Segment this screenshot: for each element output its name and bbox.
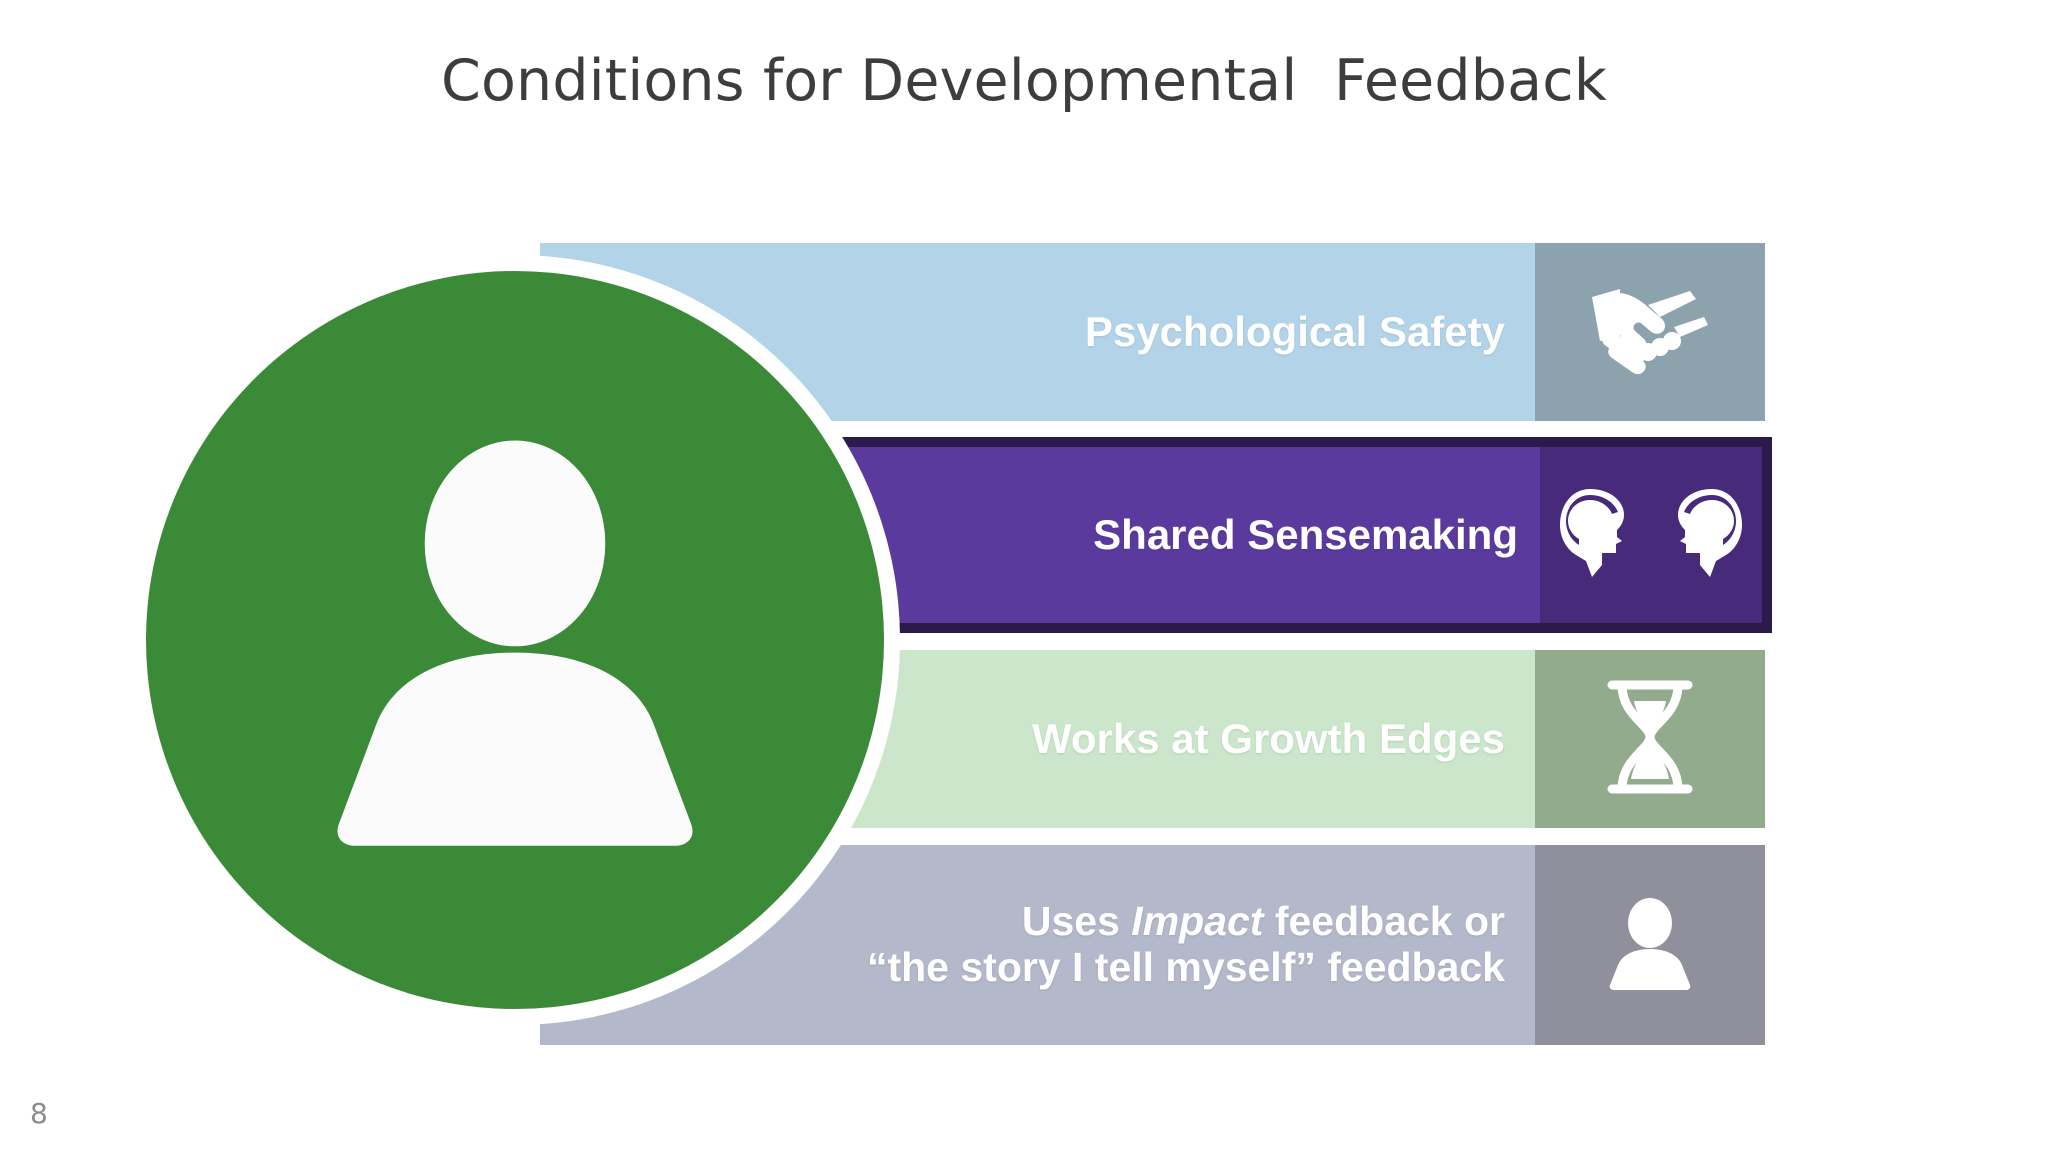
person-silhouette-icon <box>1600 893 1700 998</box>
row-label-line-1-post: feedback or <box>1263 898 1505 945</box>
row-label-line-2: “the story I tell myself” feedback <box>866 944 1505 990</box>
slide-number: 8 <box>30 1097 48 1130</box>
icon-panel <box>1535 845 1765 1045</box>
page-title: Conditions for Developmental Feedback <box>440 48 1608 114</box>
row-label-text: Shared Sensemaking <box>1093 511 1518 559</box>
row-label-emphasis: Impact <box>1131 898 1264 945</box>
row-label-text: Works at Growth Edges <box>1032 715 1505 763</box>
row-label: Shared Sensemaking <box>1093 437 1540 633</box>
row-label-line-1: Uses Impact feedback or <box>1021 898 1505 945</box>
icon-panel <box>1535 243 1765 421</box>
handshake-icon <box>1586 275 1714 390</box>
person-silhouette-icon <box>305 425 725 855</box>
icon-panel <box>1535 650 1765 828</box>
hourglass-icon <box>1600 675 1700 804</box>
two-heads-brain-icon <box>1556 481 1746 590</box>
row-label: Works at Growth Edges <box>1032 650 1527 828</box>
row-label-line-1-pre: Uses <box>1021 898 1132 945</box>
avatar <box>146 271 884 1009</box>
row-label: Uses Impact feedback or “the story I tel… <box>867 845 1527 1045</box>
row-label-text: Psychological Safety <box>1084 308 1505 356</box>
icon-panel <box>1540 447 1762 623</box>
row-label: Psychological Safety <box>1085 243 1527 421</box>
